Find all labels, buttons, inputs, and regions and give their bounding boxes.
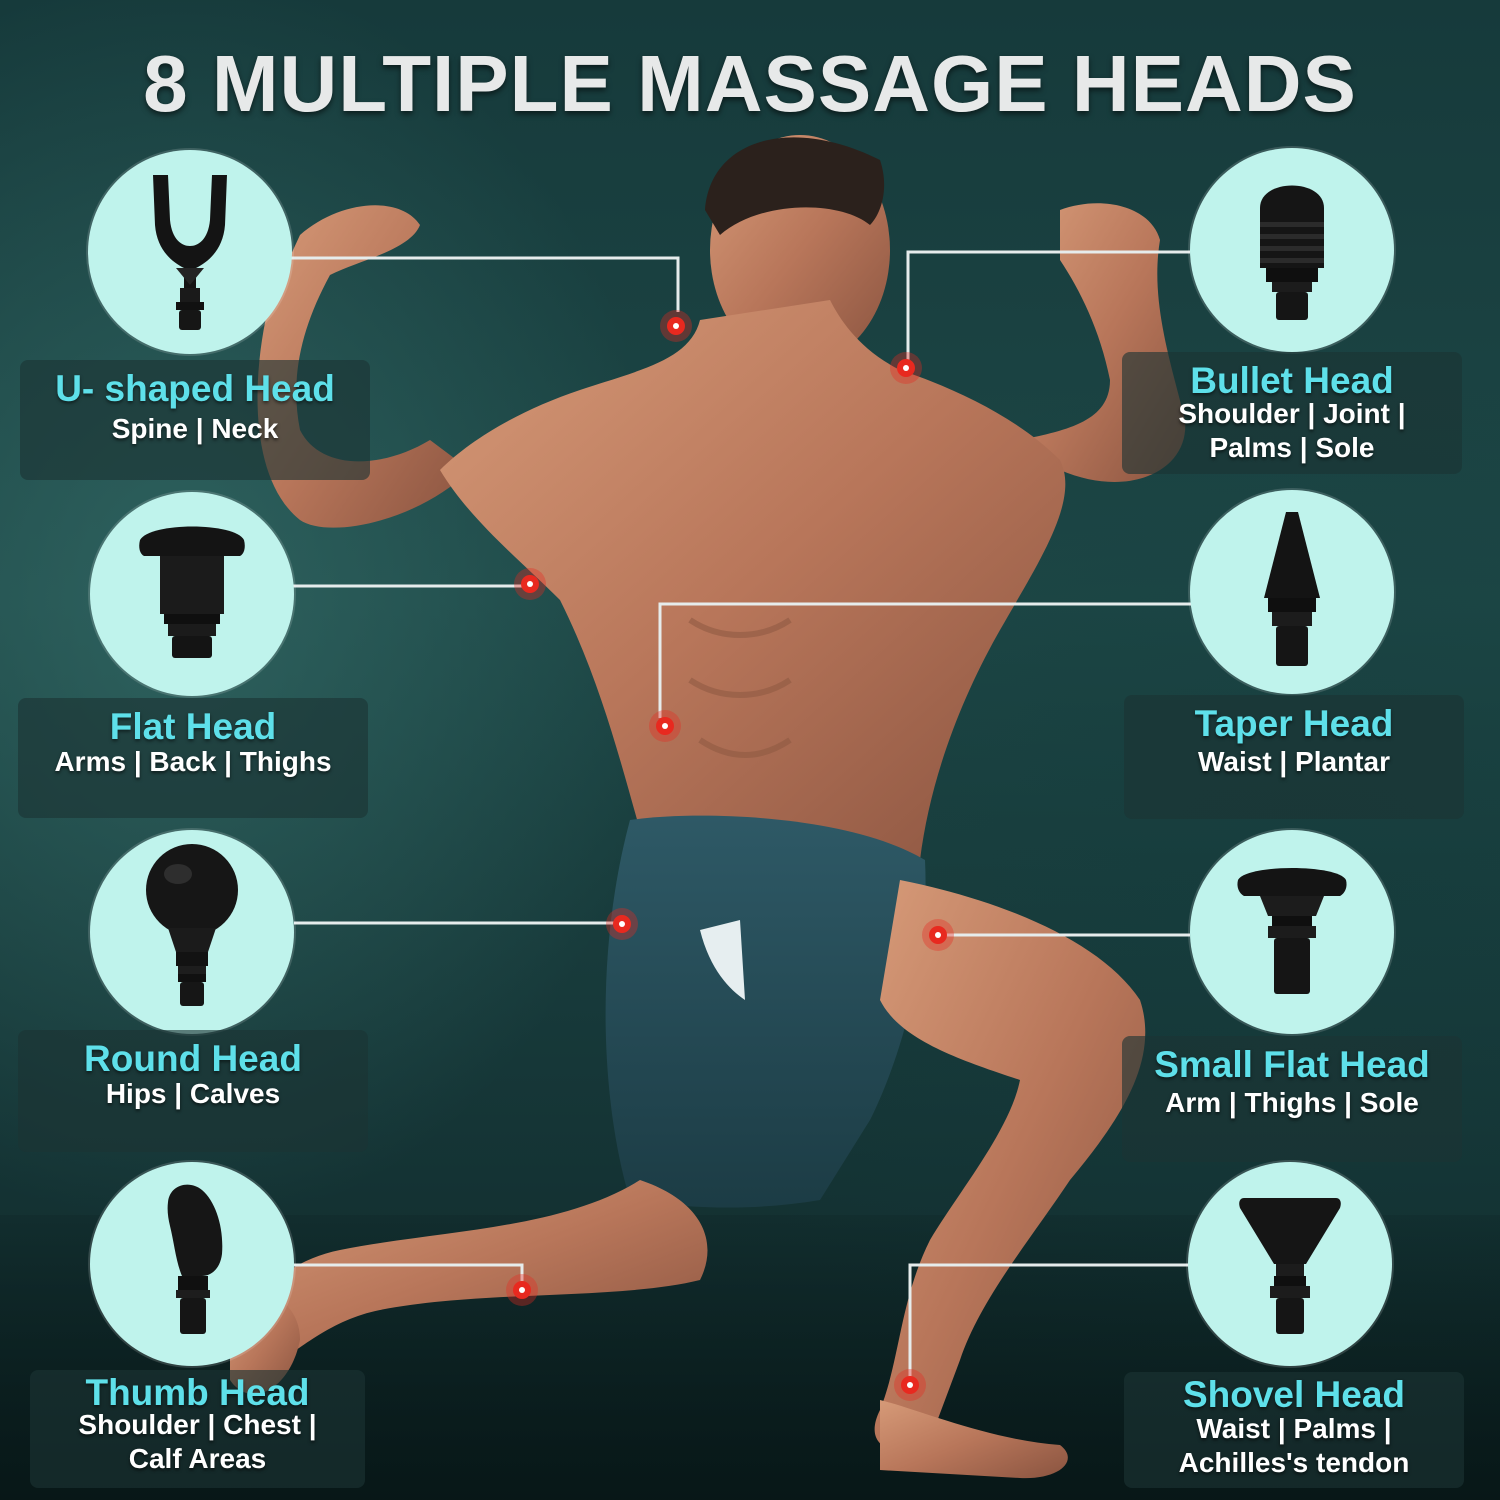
hotspot-shoulder: [890, 352, 922, 384]
connector-shovel: [908, 1263, 1188, 1380]
head-uses: Waist | Palms |: [1196, 1413, 1392, 1444]
page-title: 8 MULTIPLE MASSAGE HEADS: [143, 39, 1357, 128]
hotspot-achilles: [894, 1369, 926, 1401]
small-flat-head-card: Small Flat Head Arm | Thighs | Sole: [1122, 1036, 1462, 1162]
hotspot-neck: [660, 310, 692, 342]
head-uses: Waist | Plantar: [1198, 746, 1390, 777]
hotspot-waist: [649, 710, 681, 742]
head-uses: Calf Areas: [128, 1443, 267, 1474]
head-uses: Shoulder | Chest |: [78, 1409, 317, 1440]
head-uses: Palms | Sole: [1209, 432, 1375, 463]
head-uses: Arms | Back | Thighs: [54, 746, 332, 777]
flat-head-icon: [90, 492, 294, 696]
hotspot-back: [514, 568, 546, 600]
head-name: Bullet Head: [1190, 360, 1394, 401]
taper-head-card: Taper Head Waist | Plantar: [1124, 695, 1464, 819]
taper-head-icon: [1190, 490, 1394, 694]
head-uses: Achilles's tendon: [1178, 1447, 1410, 1478]
round-head-icon: [90, 830, 294, 1034]
connector-taper: [658, 602, 1192, 718]
hotspot-thigh: [922, 919, 954, 951]
connector-u-shaped: [290, 256, 680, 312]
flat-head-card: Flat Head Arms | Back | Thighs: [18, 698, 368, 818]
u-shaped-head-card: U- shaped Head Spine | Neck: [20, 360, 370, 480]
head-name: Round Head: [84, 1038, 302, 1079]
shovel-head-card: Shovel Head Waist | Palms | Achilles's t…: [1124, 1372, 1464, 1488]
head-name: U- shaped Head: [55, 368, 335, 409]
connector-bullet: [906, 250, 1190, 362]
head-name: Thumb Head: [85, 1372, 310, 1413]
head-uses: Hips | Calves: [105, 1078, 281, 1109]
hotspot-calf: [506, 1274, 538, 1306]
head-uses: Arm | Thighs | Sole: [1165, 1087, 1419, 1118]
head-name: Flat Head: [109, 706, 277, 747]
hotspot-hip: [606, 908, 638, 940]
head-uses: Spine | Neck: [111, 413, 279, 444]
u-shaped-head-icon: [88, 150, 292, 354]
head-name: Taper Head: [1194, 703, 1394, 744]
head-uses: Shoulder | Joint |: [1178, 398, 1406, 429]
head-name: Small Flat Head: [1154, 1044, 1430, 1085]
head-name: Shovel Head: [1182, 1374, 1406, 1415]
bullet-head-card: Bullet Head Shoulder | Joint | Palms | S…: [1122, 352, 1462, 474]
thumb-head-icon: [90, 1162, 294, 1366]
connector-thumb: [292, 1263, 524, 1286]
small-flat-head-icon: [1190, 830, 1394, 1034]
shovel-head-icon: [1188, 1162, 1392, 1366]
round-head-card: Round Head Hips | Calves: [18, 1030, 368, 1152]
thumb-head-card: Thumb Head Shoulder | Chest | Calf Areas: [30, 1370, 365, 1488]
bullet-head-icon: [1190, 148, 1394, 352]
